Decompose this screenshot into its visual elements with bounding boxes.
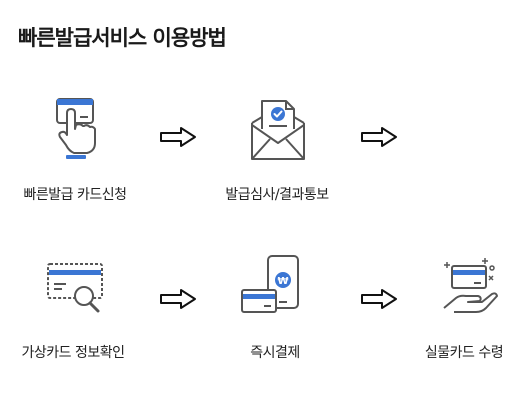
hand-receive-card-icon <box>443 258 498 313</box>
arrow-right-icon <box>361 289 397 309</box>
step-receive-card <box>395 252 529 318</box>
step-label-virtual-card: 가상카드 정보확인 <box>21 345 126 361</box>
page-title: 빠른발급서비스 이용방법 <box>18 26 227 50</box>
card-magnifier-icon <box>47 263 103 313</box>
arrow-right-icon <box>361 127 397 147</box>
svg-text:₩: ₩ <box>277 276 288 287</box>
arrow-right-icon <box>160 127 196 147</box>
step-apply <box>5 95 145 165</box>
step-label-apply: 빠른발급 카드신청 <box>23 187 128 203</box>
phone-won-icon: ₩ <box>241 255 299 313</box>
step-label-review: 발급심사/결과통보 <box>225 187 329 203</box>
step-label-payment: 즉시결제 <box>250 345 300 361</box>
step-review <box>207 95 347 165</box>
step-payment: ₩ <box>204 250 344 320</box>
envelope-check-icon <box>251 100 305 160</box>
hand-card-icon <box>56 98 96 159</box>
step-virtual-card <box>3 258 143 318</box>
step-label-receive-card: 실물카드 수령 <box>424 345 504 361</box>
arrow-right-icon <box>160 289 196 309</box>
